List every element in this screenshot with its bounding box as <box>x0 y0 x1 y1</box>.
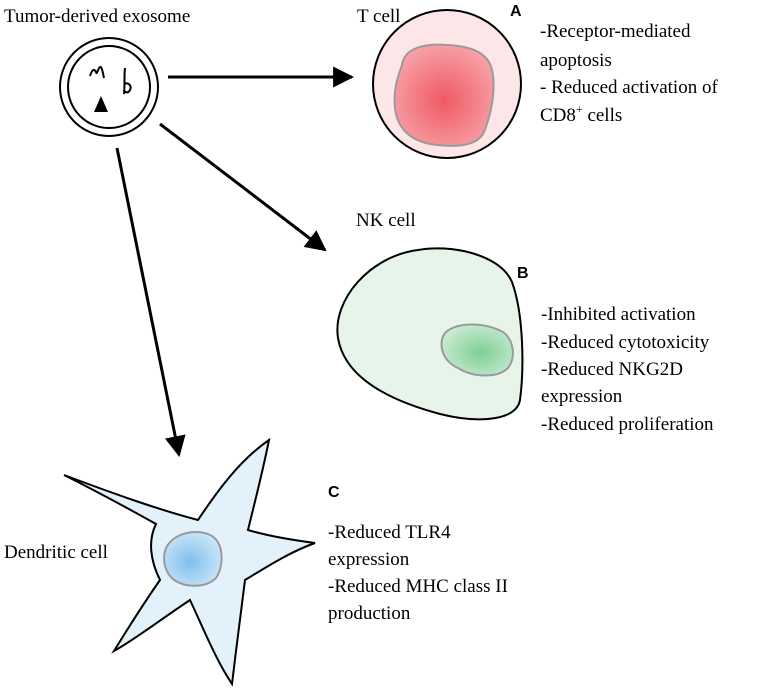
nk-cell-nucleus <box>440 323 514 377</box>
panel-b-label: B <box>517 265 529 282</box>
cd8-superscript: + <box>576 102 583 116</box>
t-cell-effects: -Receptor-mediated apoptosis - Reduced a… <box>540 21 723 126</box>
dc-effect-line: -Reduced TLR4 <box>328 522 451 543</box>
protein-triangle-icon <box>94 96 108 112</box>
arrow-to-dendritic-cell <box>115 147 186 458</box>
rna-squiggle-icon <box>89 65 105 79</box>
t-effect-line-tail: cells <box>583 105 623 126</box>
nk-effect-line: expression <box>541 386 623 407</box>
nk-cell <box>336 247 524 421</box>
dendritic-cell-nucleus <box>163 531 223 587</box>
t-cell <box>372 9 522 159</box>
panel-a-label: A <box>510 3 522 20</box>
nk-effect-line: -Inhibited activation <box>541 304 696 325</box>
nk-cell-membrane <box>336 247 524 421</box>
t-cell-label: T cell <box>357 6 400 27</box>
dendritic-cell-label: Dendritic cell <box>4 542 108 563</box>
dc-effect-line: production <box>328 603 411 624</box>
nk-effect-line: -Reduced proliferation <box>541 414 714 435</box>
dc-effect-line: -Reduced MHC class II <box>328 576 508 597</box>
tumor-exosome <box>59 37 159 137</box>
t-effect-line: apoptosis <box>540 50 612 71</box>
dendritic-cell <box>63 437 316 687</box>
nk-cell-label: NK cell <box>356 210 416 231</box>
exosome-inner-membrane <box>67 45 151 129</box>
t-effect-line: CD8 <box>540 105 576 126</box>
dna-strand-icon <box>123 67 132 95</box>
panel-c-label: C <box>328 484 340 501</box>
exosome-label: Tumor-derived exosome <box>4 6 190 27</box>
t-effect-line: - Reduced activation of <box>540 77 718 98</box>
t-cell-nucleus <box>393 43 495 147</box>
nk-effect-line: -Reduced cytotoxicity <box>541 332 710 353</box>
t-effect-line: -Receptor-mediated <box>540 21 691 42</box>
dc-effect-line: expression <box>328 549 410 570</box>
nk-effect-line: -Reduced NKG2D <box>541 359 683 380</box>
nk-cell-effects: -Inhibited activation -Reduced cytotoxic… <box>541 304 714 435</box>
arrow-to-nk-cell <box>159 122 327 252</box>
dendritic-cell-effects: -Reduced TLR4 expression -Reduced MHC cl… <box>328 522 513 624</box>
